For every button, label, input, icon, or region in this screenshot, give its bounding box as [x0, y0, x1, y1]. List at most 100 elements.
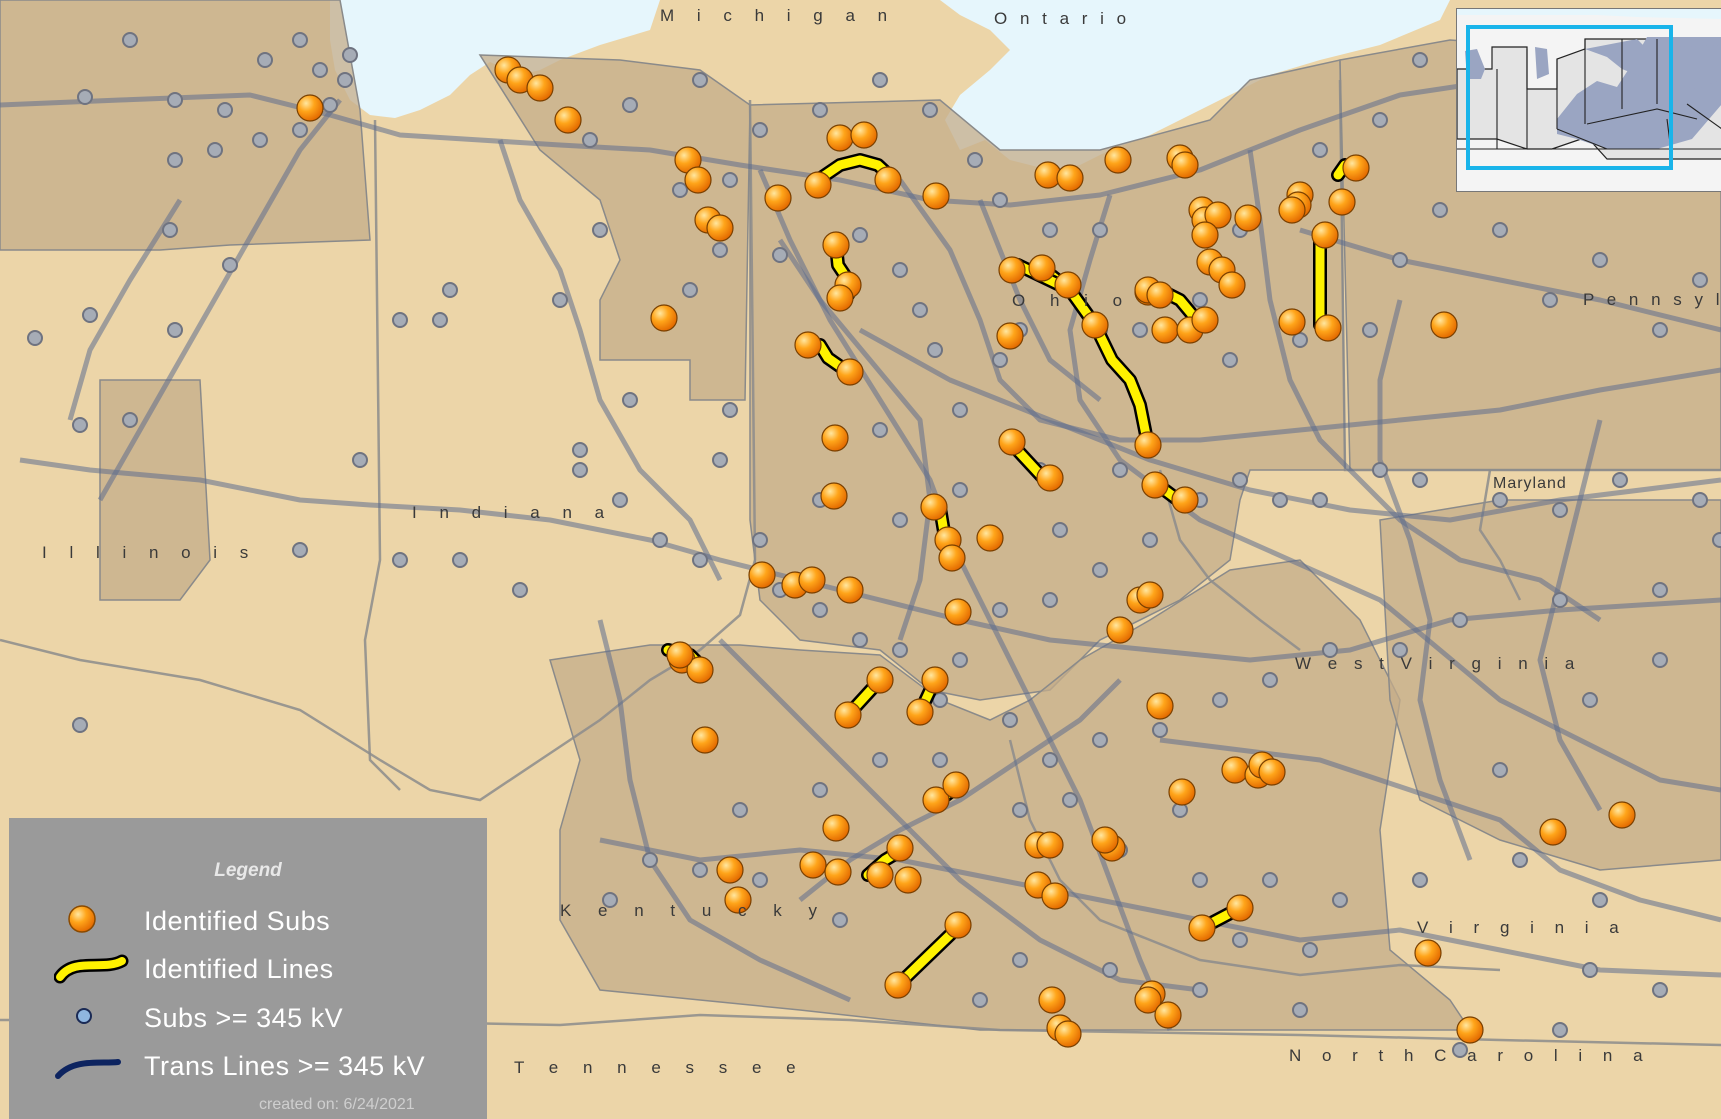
- label-illinois: I l l i n o i s: [42, 543, 258, 562]
- sub-345-56: [1092, 222, 1108, 238]
- identified-sub-48: [1171, 486, 1199, 514]
- identified-sub-12: [804, 171, 832, 199]
- identified-substations: [296, 56, 1636, 1048]
- identified-sub-107: [1038, 986, 1066, 1014]
- sub-345-42: [1362, 322, 1378, 338]
- sub-345-72: [652, 532, 668, 548]
- sub-345-128: [602, 892, 618, 908]
- label-tennessee: T e n n e s s e e: [514, 1058, 806, 1077]
- sub-345-38: [1132, 322, 1148, 338]
- inset-service-area-west: [1465, 47, 1549, 79]
- sub-345-69: [572, 442, 588, 458]
- sub-345-28: [692, 72, 708, 88]
- sub-345-109: [1192, 872, 1208, 888]
- sub-345-105: [1042, 752, 1058, 768]
- identified-sub-64: [976, 524, 1004, 552]
- identified-sub-30: [1278, 196, 1306, 224]
- sub-345-7: [342, 47, 358, 63]
- identified-sub-106: [1041, 882, 1069, 910]
- yellow-line-icon: [54, 954, 129, 984]
- utility-territories: [0, 0, 1721, 1031]
- sub-345-65: [672, 182, 688, 198]
- sub-345-57: [1042, 222, 1058, 238]
- sub-345-97: [1552, 592, 1568, 608]
- sub-345-118: [1292, 1002, 1308, 1018]
- identified-sub-54: [1151, 316, 1179, 344]
- legend-title: Legend: [214, 860, 282, 881]
- sub-345-87: [1272, 492, 1288, 508]
- identified-sub-87: [866, 861, 894, 889]
- sub-345-127: [642, 852, 658, 868]
- legend-label-identified-subs: Identified Subs: [144, 906, 331, 936]
- sub-345-143: [452, 552, 468, 568]
- sub-345-27: [622, 97, 638, 113]
- identified-sub-93: [1091, 826, 1119, 854]
- sub-345-110: [1262, 872, 1278, 888]
- state-border-1: [699, 99, 757, 651]
- identified-sub-27: [1218, 271, 1246, 299]
- identified-sub-19: [1171, 151, 1199, 179]
- identified-sub-81: [691, 726, 719, 754]
- identified-sub-49: [998, 256, 1026, 284]
- identified-sub-75: [666, 641, 694, 669]
- identified-sub-59: [996, 322, 1024, 350]
- sub-345-95: [1712, 532, 1721, 548]
- sub-345-136: [1302, 942, 1318, 958]
- state-border-6: [0, 638, 701, 802]
- identified-sub-6: [684, 166, 712, 194]
- legend-panel: Legend Identified Subs Identified Lines …: [9, 818, 487, 1119]
- sub-345-12: [207, 142, 223, 158]
- sub-345-94: [1692, 492, 1708, 508]
- sub-345-124: [832, 912, 848, 928]
- sub-345-86: [1232, 472, 1248, 488]
- label-michigan: M i c h i g a n: [660, 6, 897, 25]
- sub-345-122: [972, 992, 988, 1008]
- label-pennsylvania: P e n n s y l v a n i a: [1583, 290, 1721, 309]
- sub-345-145: [352, 452, 368, 468]
- identified-sub-50: [1028, 254, 1056, 282]
- sub-345-98: [1452, 612, 1468, 628]
- identified-sub-70: [1106, 616, 1134, 644]
- sub-345-78: [892, 642, 908, 658]
- identified-sub-85: [799, 851, 827, 879]
- legend-item-identified-lines: Identified Lines: [54, 949, 474, 985]
- sub-345-113: [1512, 852, 1528, 868]
- lake-erie: [940, 0, 1450, 170]
- orange-sphere-icon: [68, 905, 96, 933]
- sub-345-119: [1192, 982, 1208, 998]
- sub-345-104: [1092, 732, 1108, 748]
- identified-sub-60: [820, 482, 848, 510]
- sub-345-103: [1152, 722, 1168, 738]
- legend-item-subs-345: Subs >= 345 kV: [54, 998, 474, 1034]
- identified-sub-65: [748, 561, 776, 589]
- sub-345-24: [592, 222, 608, 238]
- sub-345-139: [1652, 652, 1668, 668]
- sub-345-16: [167, 322, 183, 338]
- identified-sub-36: [1430, 311, 1458, 339]
- created-date: created on: 6/24/2021: [259, 1096, 415, 1113]
- sub-345-140: [1592, 892, 1608, 908]
- sub-345-30: [772, 247, 788, 263]
- sub-345-111: [1332, 892, 1348, 908]
- sub-345-14: [162, 222, 178, 238]
- sub-345-67: [722, 402, 738, 418]
- label-maryland: Maryland: [1493, 475, 1567, 492]
- identified-sub-112: [1154, 1001, 1182, 1029]
- sub-345-107: [1062, 792, 1078, 808]
- sub-345-66: [682, 282, 698, 298]
- identified-sub-113: [1414, 939, 1442, 967]
- sub-345-46: [1542, 292, 1558, 308]
- sub-345-102: [1212, 692, 1228, 708]
- sub-345-21: [442, 282, 458, 298]
- sub-345-22: [432, 312, 448, 328]
- sub-345-138: [1582, 692, 1598, 708]
- identified-sub-61: [920, 493, 948, 521]
- navy-line-icon: [55, 1059, 121, 1079]
- identified-sub-52: [1081, 311, 1109, 339]
- identified-sub-24: [1191, 221, 1219, 249]
- identified-sub-16: [1056, 164, 1084, 192]
- trans-line-3: [497, 139, 723, 582]
- sub-345-71: [612, 492, 628, 508]
- sub-345-125: [752, 872, 768, 888]
